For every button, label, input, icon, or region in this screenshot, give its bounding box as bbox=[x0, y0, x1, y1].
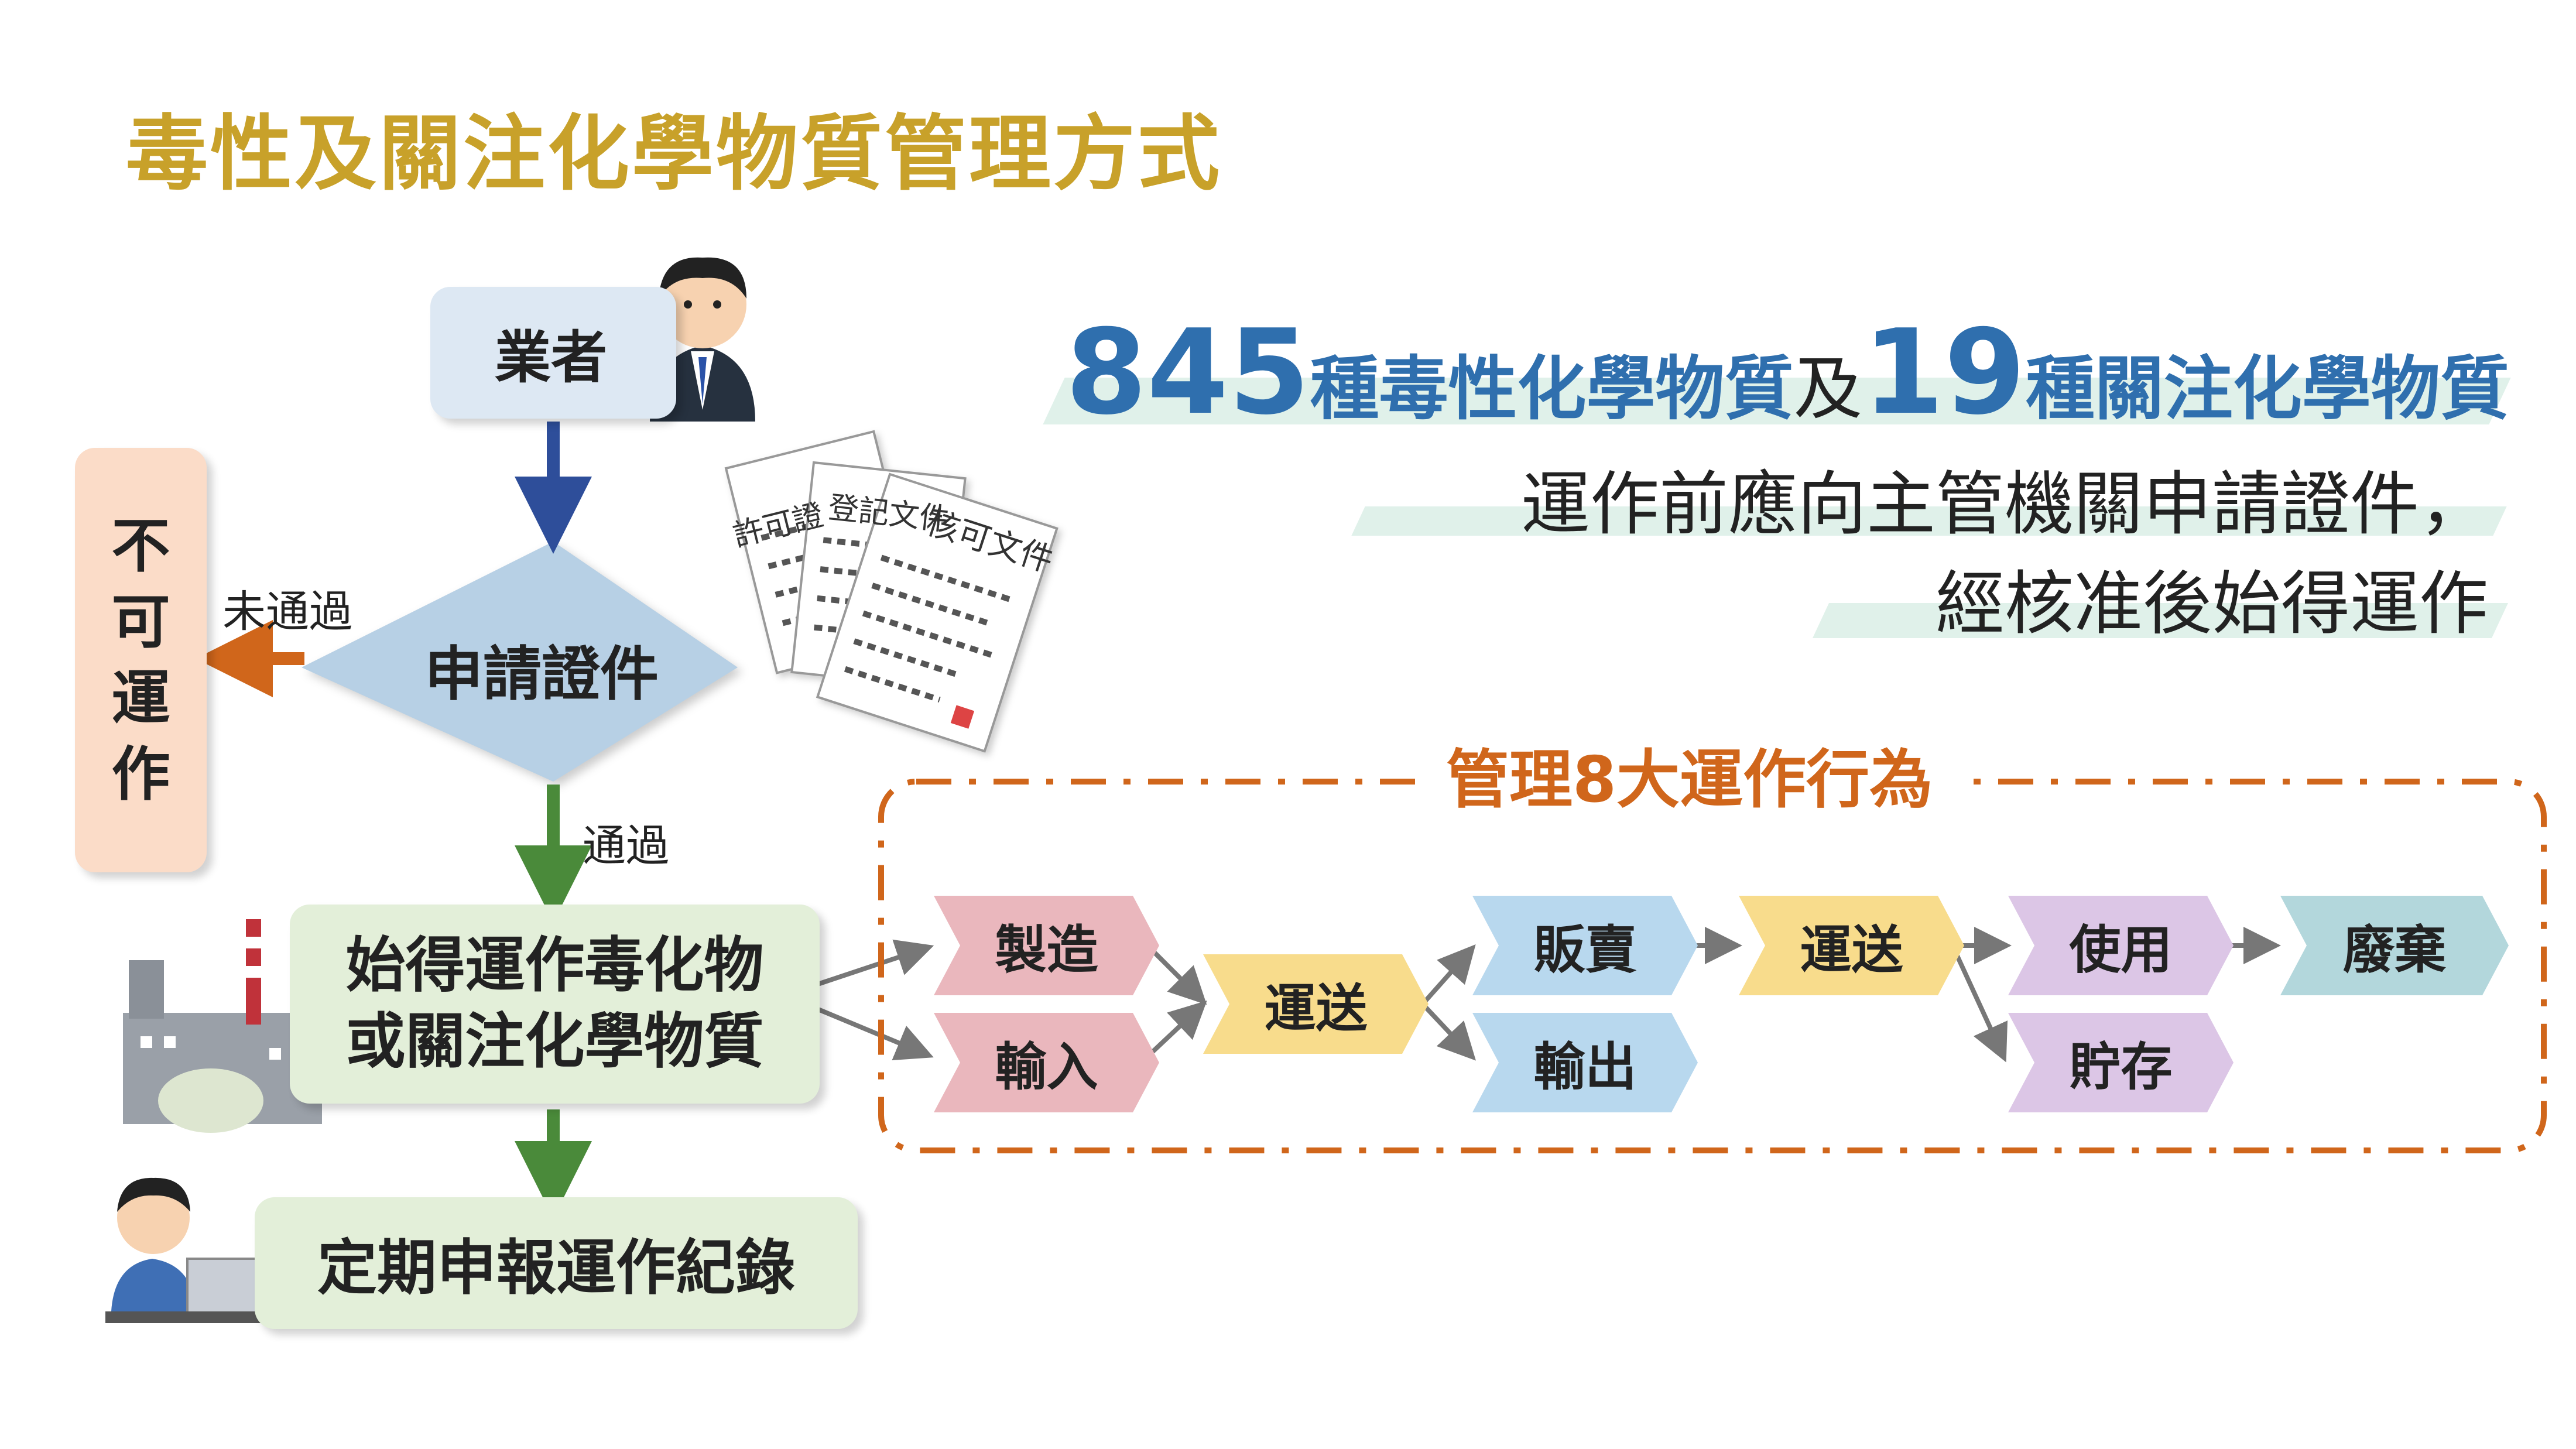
behavior-dispose: 廢棄 bbox=[2280, 896, 2509, 995]
behavior-group-title: 管理8大運作行為 bbox=[1423, 729, 1957, 820]
operator-box: 業者 bbox=[430, 287, 676, 419]
report-label: 定期申報運作紀錄 bbox=[317, 1234, 795, 1303]
fail-label: 未通過 bbox=[222, 587, 352, 637]
concern-label: 種關注化學物質 bbox=[2025, 348, 2509, 429]
behavior-transport-2: 運送 bbox=[1739, 896, 1964, 995]
documents-illustration bbox=[724, 430, 1059, 753]
apply-diamond bbox=[302, 542, 738, 782]
headline: 845種毒性化學物質及19種關注化學物質 bbox=[1066, 304, 2509, 441]
operate-line2: 或關注化學物質 bbox=[345, 1007, 764, 1077]
behavior-export: 輸出 bbox=[1472, 1013, 1698, 1112]
behavior-import: 輸入 bbox=[934, 1013, 1159, 1112]
pass-label: 通過 bbox=[583, 821, 669, 871]
concern-count: 19 bbox=[1862, 304, 2026, 441]
behavior-make: 製造 bbox=[934, 896, 1159, 995]
no-operation-box: 不 可 運 作 bbox=[75, 448, 207, 872]
toxic-label: 種毒性化學物質 bbox=[1310, 348, 1794, 429]
headline-line3: 經核准後始得運作 bbox=[1935, 563, 2488, 644]
operate-line1: 始得運作毒化物 bbox=[345, 931, 764, 1001]
behavior-connectors bbox=[783, 927, 2281, 1063]
report-box: 定期申報運作紀錄 bbox=[255, 1197, 858, 1329]
operator-label: 業者 bbox=[495, 325, 607, 390]
toxic-count: 845 bbox=[1066, 304, 1310, 441]
behavior-transport-1: 運送 bbox=[1203, 954, 1429, 1054]
headline-conj: 及 bbox=[1793, 348, 1863, 429]
apply-label: 申請證件 bbox=[424, 640, 659, 708]
headline-line2: 運作前應向主管機關申請證件， bbox=[1520, 464, 2488, 544]
no-operation-label: 不 可 運 作 bbox=[111, 511, 170, 809]
behavior-store: 貯存 bbox=[2008, 1013, 2234, 1112]
behavior-sell: 販賣 bbox=[1472, 896, 1698, 995]
page-title: 毒性及關注化學物質管理方式 bbox=[126, 107, 1222, 202]
businessman-icon bbox=[650, 257, 755, 422]
behavior-use: 使用 bbox=[2008, 896, 2234, 995]
operate-box: 始得運作毒化物 或關注化學物質 bbox=[290, 905, 820, 1104]
